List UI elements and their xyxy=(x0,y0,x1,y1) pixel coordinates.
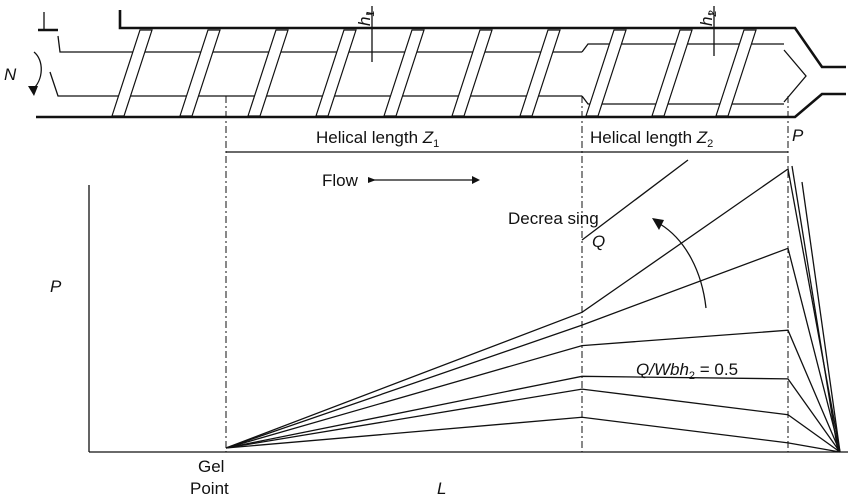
screw-root-bottom-zone1 xyxy=(49,71,582,97)
screw-flight xyxy=(451,29,493,117)
screw-flight xyxy=(715,29,757,117)
pressure-profile-line xyxy=(225,247,841,453)
die-taper xyxy=(783,49,807,103)
zone1-label: Helical length Z1 xyxy=(316,128,439,150)
pressure-profile-line xyxy=(225,329,841,453)
die-open-line-1 xyxy=(791,165,839,453)
flow-arrowhead xyxy=(472,176,480,184)
flow-arrow-tail xyxy=(368,177,376,183)
pressure-profile-line xyxy=(225,375,841,453)
screw-root-top-zone2 xyxy=(581,43,784,53)
zone2-label: Helical length Z2 xyxy=(590,128,713,150)
decreasing-label-line1: Decrea sing xyxy=(508,209,599,228)
decreasing-q-arrow xyxy=(659,223,707,309)
y-axis-label: P xyxy=(50,277,62,296)
gel-point-label-line1: Gel xyxy=(198,457,224,476)
open-flow-line xyxy=(581,159,689,241)
rotation-arrow xyxy=(31,51,42,91)
barrel-bottom-wall xyxy=(36,92,846,119)
pressure-series xyxy=(225,167,841,453)
screw-flights xyxy=(111,29,757,117)
rotation-label: N xyxy=(4,65,17,84)
pressure-profile-line xyxy=(225,416,841,453)
screw-flight xyxy=(315,29,357,117)
screw-root-bottom-zone2 xyxy=(581,95,784,105)
flow-ratio-annotation: Q/Wbh2 = 0.5 xyxy=(636,360,738,382)
gel-point-label-line2: Point xyxy=(190,479,229,498)
screw-flight xyxy=(585,29,627,117)
barrel-top-wall xyxy=(118,10,846,69)
screw-flight xyxy=(383,29,425,117)
rotation-arrowhead xyxy=(28,86,38,96)
x-axis-label: L xyxy=(437,479,446,498)
screw-flight xyxy=(247,29,289,117)
flow-label: Flow xyxy=(322,171,359,190)
pressure-profile-line xyxy=(225,167,841,453)
pressure-plot: P L Gel Point Flow Decrea sing Q Q/Wbh2 … xyxy=(50,159,848,498)
screw-flight xyxy=(179,29,221,117)
die-open-line-2 xyxy=(801,181,841,453)
extruder-drawing: N h1 h2 xyxy=(4,6,846,119)
decreasing-q-arrowhead xyxy=(652,218,664,230)
screw-flight xyxy=(111,29,153,117)
die-pressure-label: P xyxy=(792,126,804,145)
depth2-label: h2 xyxy=(697,10,719,26)
pressure-profile-line xyxy=(225,388,841,453)
screw-flight xyxy=(651,29,693,117)
depth1-label: h1 xyxy=(355,10,377,26)
screw-flight xyxy=(519,29,561,117)
zone-dimension: Helical length Z1 Helical length Z2 P xyxy=(226,126,804,153)
decreasing-label-line2: Q xyxy=(592,232,605,251)
